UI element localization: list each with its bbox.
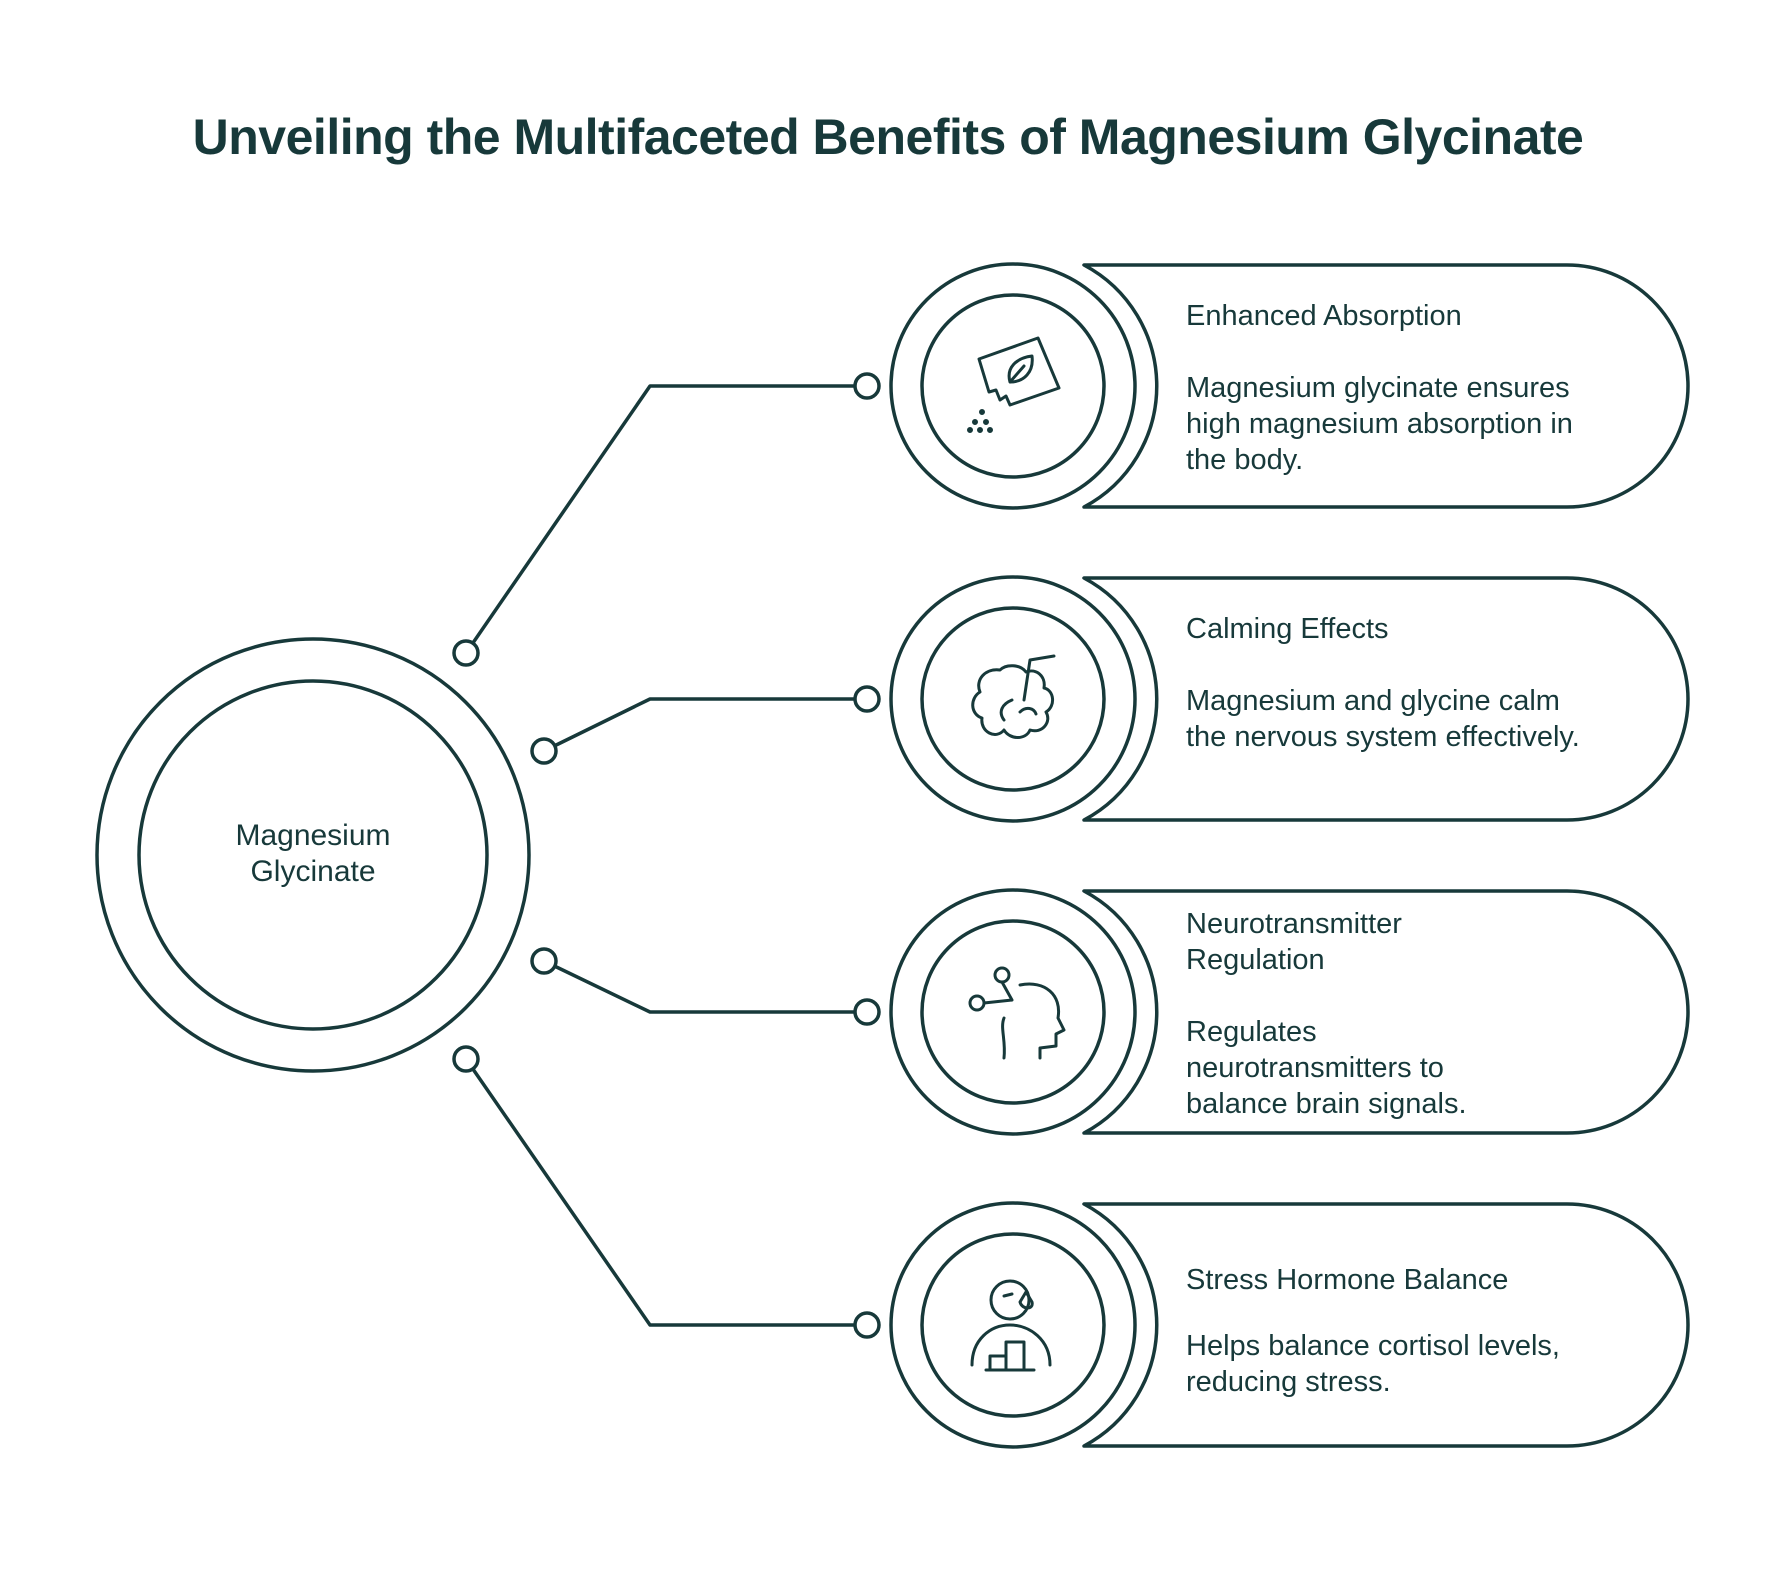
page-title: Unveiling the Multifaceted Benefits of M… — [192, 109, 1584, 165]
item-title: Neurotransmitter Regulation — [1186, 908, 1402, 976]
item-card-4 — [889, 1201, 1690, 1449]
item-text-3: Neurotransmitter Regulation Regulates ne… — [1186, 906, 1486, 1122]
connectors — [452, 372, 881, 1339]
head-neurons-icon — [968, 966, 1066, 1060]
center-node-label: Magnesium Glycinate — [235, 819, 391, 888]
item-card-2 — [889, 575, 1690, 823]
item-body: Magnesium glycinate ensures high magnesi… — [1186, 372, 1573, 476]
connector-1 — [464, 384, 858, 655]
brain-calm-icon — [971, 654, 1056, 739]
connector-2 — [542, 697, 858, 753]
item-body: Helps balance cortisol levels, reducing … — [1186, 1330, 1560, 1398]
item-text-2: Calming Effects Magnesium and glycine ca… — [1186, 611, 1606, 755]
item-text-1: Enhanced Absorption Magnesium glycinate … — [1186, 298, 1606, 478]
item-card-3 — [889, 888, 1690, 1136]
item-title: Calming Effects — [1186, 613, 1389, 645]
item-text-4: Stress Hormone Balance Helps balance cor… — [1186, 1262, 1606, 1400]
connector-3 — [542, 959, 858, 1014]
item-body: Magnesium and glycine calm the nervous s… — [1186, 685, 1580, 753]
item-card-1 — [889, 262, 1690, 510]
supplement-sachet-leaf-icon — [967, 336, 1061, 433]
item-body: Regulates neurotransmitters to balance b… — [1186, 1016, 1467, 1120]
stressed-person-icon — [970, 1279, 1052, 1372]
center-node — [95, 637, 531, 1073]
item-title: Stress Hormone Balance — [1186, 1264, 1509, 1296]
item-title: Enhanced Absorption — [1186, 300, 1462, 332]
connector-4 — [464, 1057, 858, 1327]
